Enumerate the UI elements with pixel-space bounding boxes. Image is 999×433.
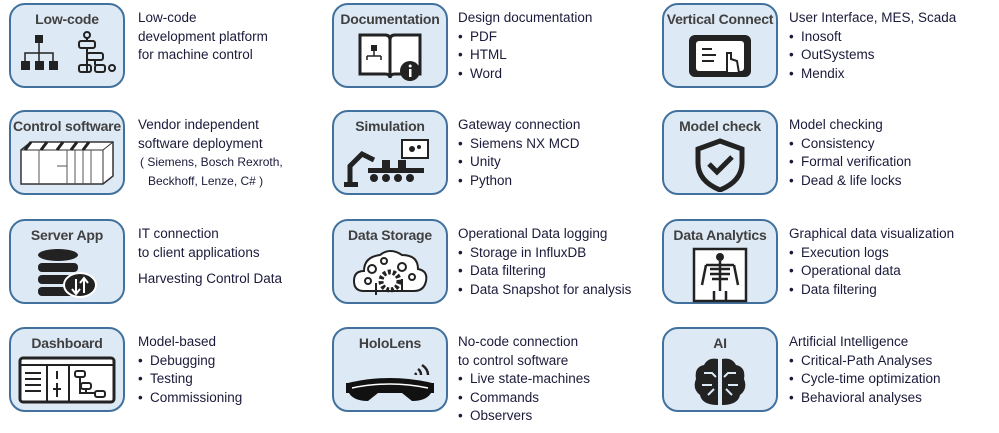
card-documentation: Documentation [332, 3, 448, 88]
card-title: Simulation [355, 118, 425, 134]
description-line: Model-based [138, 334, 217, 349]
card-control-software: Control software [9, 110, 125, 195]
description-line: No-code connection [458, 334, 579, 349]
bullet-item: Testing [138, 370, 242, 389]
description-model-check: Model checkingConsistencyFormal verifica… [789, 116, 911, 190]
description-line: IT connection [138, 226, 219, 241]
bullet-item: Commands [458, 389, 590, 408]
bullet-item: Behavioral analyses [789, 389, 941, 408]
card-title: Vertical Connect [666, 11, 774, 27]
bullet-item: Consistency [789, 135, 911, 154]
bullet-item: Dead & life locks [789, 172, 911, 191]
bullet-item: OutSystems [789, 46, 956, 65]
card-title: Dashboard [31, 335, 103, 351]
card-title: Data Storage [348, 227, 432, 243]
bullet-item: Critical-Path Analyses [789, 352, 941, 371]
description-data-analytics: Graphical data visualizationExecution lo… [789, 225, 954, 299]
bullet-item: Operational data [789, 262, 954, 281]
description-hololens: No-code connection to control softwareLiv… [458, 333, 590, 426]
description-line: to client applications [138, 244, 260, 260]
card-low-code: Low-code [9, 3, 125, 88]
card-title: HoloLens [358, 335, 422, 351]
description-control-software: Vendor independent software deployment ( S… [138, 116, 283, 190]
description-line: Operational Data logging [458, 226, 608, 241]
bullet-item: Data filtering [458, 262, 631, 281]
description-line: to control software [458, 352, 569, 368]
bullet-item: Data filtering [789, 281, 954, 300]
bullet-item: Execution logs [789, 244, 954, 263]
description-line: for machine control [138, 47, 253, 62]
description-line: Model checking [789, 117, 883, 132]
card-simulation: Simulation [332, 110, 448, 195]
bullet-item: Mendix [789, 65, 956, 84]
description-line: Artificial Intelligence [789, 334, 909, 349]
description-line: User Interface, MES, Scada [789, 10, 957, 25]
bullet-item: Live state-machines [458, 370, 590, 389]
card-dashboard: Dashboard [9, 327, 125, 412]
card-title: AI [713, 335, 727, 351]
description-vertical-connect: User Interface, MES, ScadaInosoftOutSyst… [789, 9, 956, 83]
card-ai: AI [662, 327, 778, 412]
description-simulation: Gateway connectionSiemens NX MCDUnityPyt… [458, 116, 580, 190]
card-server-app: Server App [9, 219, 125, 304]
bullet-item: Observers [458, 407, 590, 426]
description-extra: Harvesting Control Data [138, 271, 283, 286]
description-line: Vendor independent [138, 117, 259, 132]
description-line: Graphical data visualization [789, 226, 955, 241]
vendor-line: ( Siemens, Bosch Rexroth, [140, 155, 283, 169]
card-title: Server App [30, 227, 104, 243]
description-line: Low-code [138, 10, 197, 25]
bullet-item: Data Snapshot for analysis [458, 281, 631, 300]
bullet-item: Formal verification [789, 153, 911, 172]
card-hololens: HoloLens [332, 327, 448, 412]
description-line: Design documentation [458, 10, 593, 25]
bullet-item: PDF [458, 28, 592, 47]
description-ai: Artificial IntelligenceCritical-Path Ana… [789, 333, 941, 407]
card-title: Low-code [35, 11, 99, 27]
bullet-item: Commissioning [138, 389, 242, 408]
bullet-item: Debugging [138, 352, 242, 371]
bullet-item: Unity [458, 153, 580, 172]
bullet-item: Python [458, 172, 580, 191]
card-title: Data Analytics [673, 227, 767, 243]
description-line: development platform [138, 28, 268, 44]
bullet-item: Siemens NX MCD [458, 135, 580, 154]
description-line: software deployment [138, 135, 263, 151]
card-data-storage: Data Storage [332, 219, 448, 304]
description-data-storage: Operational Data loggingStorage in Influ… [458, 225, 631, 299]
description-line: Gateway connection [458, 117, 581, 132]
description-dashboard: Model-basedDebuggingTestingCommissioning [138, 333, 242, 407]
bullet-item: Inosoft [789, 28, 956, 47]
card-vertical-connect: Vertical Connect [662, 3, 778, 88]
card-title: Documentation [340, 11, 440, 27]
card-data-analytics: Data Analytics [662, 219, 778, 304]
description-documentation: Design documentationPDFHTMLWord [458, 9, 592, 83]
card-title: Model check [679, 118, 761, 134]
bullet-item: Storage in InfluxDB [458, 244, 631, 263]
vendor-line: Beckhoff, Lenze, C# ) [148, 173, 264, 188]
card-title: Control software [12, 118, 122, 134]
bullet-item: HTML [458, 46, 592, 65]
bullet-item: Word [458, 65, 592, 84]
description-low-code: Low-code development platform for machine … [138, 9, 268, 65]
card-model-check: Model check [662, 110, 778, 195]
bullet-item: Cycle-time optimization [789, 370, 941, 389]
